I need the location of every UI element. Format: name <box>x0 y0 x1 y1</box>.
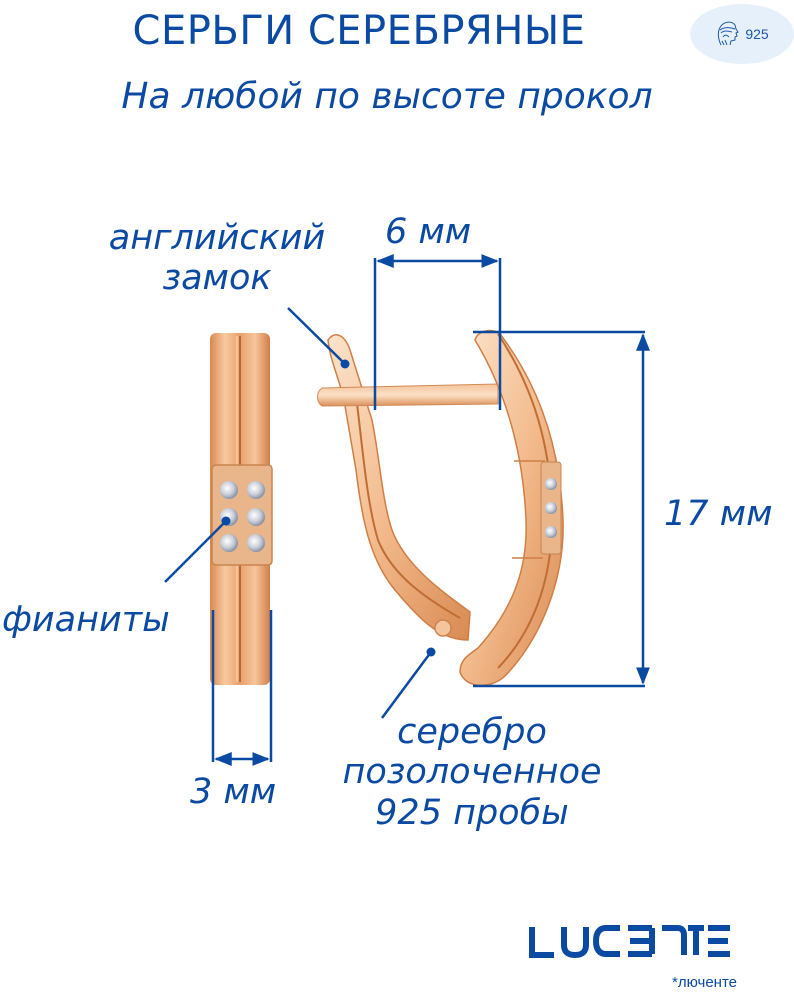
page-title: СЕРЬГИ СЕРЕБРЯНЫЕ <box>0 8 794 54</box>
thickness-dimension-label: 3 мм <box>190 772 277 812</box>
hallmark-value: 925 <box>745 26 769 42</box>
lock-type-label: английский замок <box>92 218 342 299</box>
stones-label: фианиты <box>2 600 170 640</box>
lock-type-line1: английский <box>108 218 326 258</box>
brand-logo <box>528 925 732 963</box>
earring-front-view <box>210 333 273 685</box>
material-line1: серебро <box>397 712 547 752</box>
height-dimension-label: 17 мм <box>664 494 773 534</box>
title-text: СЕРЬГИ СЕРЕБРЯНЫЕ <box>132 8 586 54</box>
width-dimension-label: 6 мм <box>385 212 472 252</box>
goddess-profile-hallmark-icon <box>718 21 740 46</box>
material-label: серебро позолоченное 925 пробы <box>312 712 632 833</box>
earring-side-view <box>317 329 564 686</box>
brand-transliteration: *люченте <box>672 974 737 991</box>
material-line2: позолоченное <box>342 752 602 793</box>
hallmark-badge: 925 <box>690 4 794 64</box>
dimension-lines <box>164 254 650 766</box>
page-subtitle: На любой по высоте прокол <box>0 76 794 117</box>
lucente-logo-icon <box>529 925 730 959</box>
lock-type-line2: замок <box>162 258 272 299</box>
material-line3: 925 пробы <box>375 792 569 833</box>
subtitle-text: На любой по высоте прокол <box>121 76 653 117</box>
